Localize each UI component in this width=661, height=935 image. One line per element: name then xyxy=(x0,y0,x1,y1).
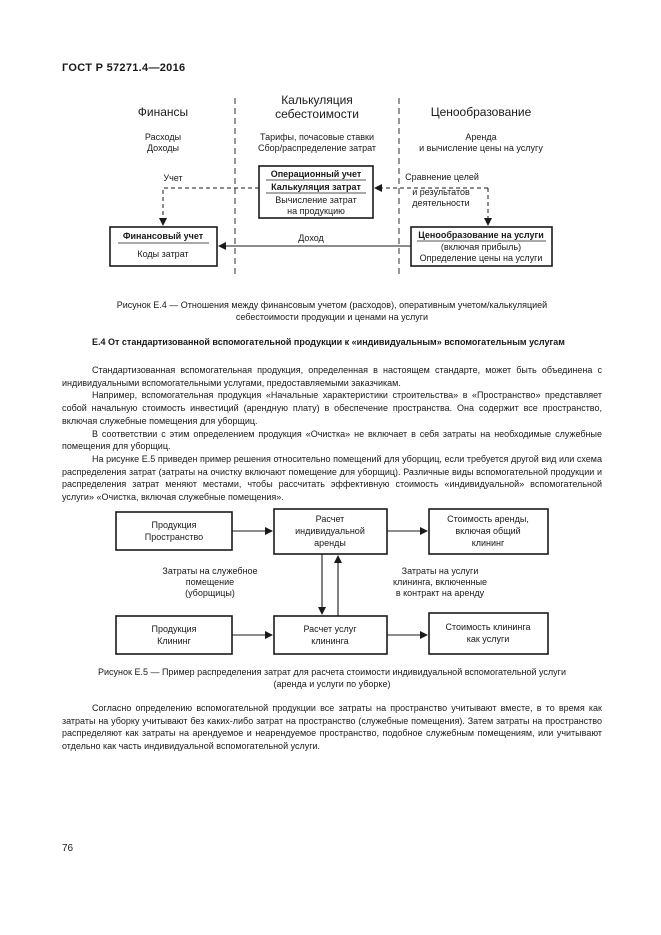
pricing-sub-2: и вычисление цены на услугу xyxy=(419,143,543,153)
financial-accounting-box xyxy=(109,226,218,267)
center-box-text-1: Вычисление затрат xyxy=(275,195,356,205)
col-finance-title: Финансы xyxy=(138,105,188,119)
body-text-top: Стандартизованная вспомогательная продук… xyxy=(62,364,602,504)
paragraph: На рисунке Е.5 приведен пример решения о… xyxy=(62,453,602,503)
center-box-title-2: Калькуляция затрат xyxy=(271,182,361,192)
right-box-title: Ценообразование на услуги xyxy=(418,230,544,240)
label-premises-cost: (уборщицы) xyxy=(185,588,235,598)
col-pricing-title: Ценообразование xyxy=(431,105,532,119)
box-text: аренды xyxy=(314,538,346,548)
label-results-1: и результатов xyxy=(412,187,470,197)
box-text: Стоимость аренды, xyxy=(447,514,529,524)
label-results-2: деятельности xyxy=(412,198,469,208)
finance-sub-1: Расходы xyxy=(145,132,181,142)
label-comparison: Сравнение целей xyxy=(405,172,479,182)
box-text: Продукция xyxy=(151,624,196,634)
box-text: Продукция xyxy=(151,520,196,530)
label-cleaning-cost: Затраты на услуги xyxy=(402,566,479,576)
box-text: как услуги xyxy=(467,634,510,644)
cleaning-cost-box xyxy=(428,612,549,655)
col-costing-title-1: Калькуляция xyxy=(281,93,353,107)
label-premises-cost: Затраты на служебное xyxy=(162,566,257,576)
box-text: Расчет услуг xyxy=(303,624,357,634)
figure-e5-caption: Рисунок Е.5 — Пример распределения затра… xyxy=(98,667,566,689)
paragraph: Например, вспомогательная продукция «Нач… xyxy=(62,390,602,426)
box-text: клининг xyxy=(472,538,505,548)
cleaning-calc-box xyxy=(273,615,388,655)
box-text: индивидуальной xyxy=(295,526,365,536)
section-e4-title: Е.4 От стандартизованной вспомогательной… xyxy=(92,337,565,347)
right-box-text-1: (включая прибыль) xyxy=(441,242,521,252)
box-text: Пространство xyxy=(145,532,203,542)
center-box-text-2: на продукцию xyxy=(287,206,345,216)
label-income: Доход xyxy=(298,233,324,243)
label-uchet: Учет xyxy=(163,173,182,183)
costing-sub-2: Сбор/распределение затрат xyxy=(258,143,376,153)
paragraph: В соответствии с этим определением проду… xyxy=(62,428,602,452)
product-space-box xyxy=(115,511,233,551)
center-box-title-1: Операционный учет xyxy=(271,169,362,179)
label-premises-cost: помещение xyxy=(186,577,234,587)
label-cleaning-cost: клининга, включенные xyxy=(393,577,487,587)
finance-sub-2: Доходы xyxy=(147,143,179,153)
product-cleaning-box xyxy=(115,615,233,655)
right-box-text-2: Определение цены на услуги xyxy=(420,253,543,263)
costing-sub-1: Тарифы, почасовые ставки xyxy=(260,132,374,142)
col-costing-title-2: себестоимости xyxy=(275,107,359,121)
figure-e4: Финансы Калькуляция себестоимости Ценооб… xyxy=(109,93,553,275)
label-cleaning-cost: в контракт на аренду xyxy=(396,588,485,598)
box-text: Стоимость клининга xyxy=(446,622,531,632)
individual-rent-box xyxy=(273,508,388,555)
box-text: Клининг xyxy=(157,636,191,646)
figure-e4-caption: Рисунок Е.4 — Отношения между финансовым… xyxy=(116,300,548,322)
operational-accounting-box xyxy=(258,165,374,219)
box-text: клининга xyxy=(311,636,348,646)
paragraph: Стандартизованная вспомогательная продук… xyxy=(62,365,602,388)
paragraph: Согласно определению вспомогательной про… xyxy=(62,703,602,752)
arrow-uchet xyxy=(159,187,259,226)
page-number: 76 xyxy=(62,843,74,854)
body-text-bottom: Согласно определению вспомогательной про… xyxy=(62,702,602,753)
standard-header: ГОСТ Р 57271.4—2016 xyxy=(62,62,186,74)
rent-cost-box xyxy=(428,508,549,555)
box-text: включая общий xyxy=(455,526,520,536)
left-box-text: Коды затрат xyxy=(137,249,188,259)
left-box-title: Финансовый учет xyxy=(123,231,204,241)
box-text: Расчет xyxy=(316,514,345,524)
pricing-sub-1: Аренда xyxy=(465,132,496,142)
